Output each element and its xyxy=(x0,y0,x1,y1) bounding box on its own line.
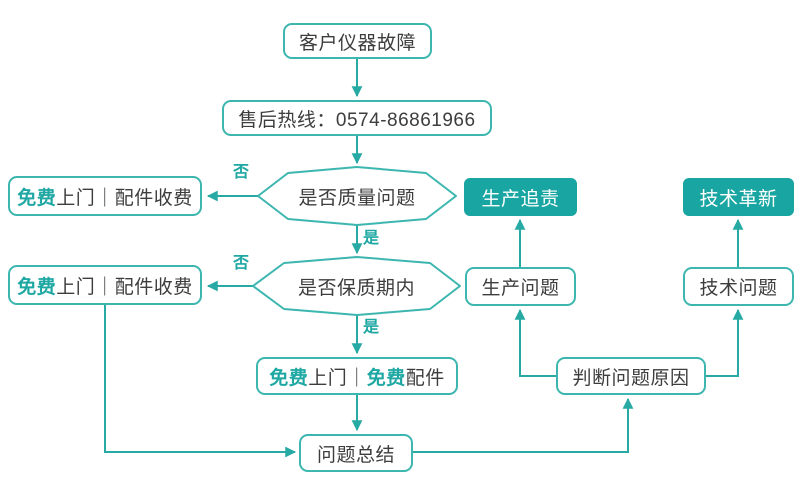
node-label: 问题总结 xyxy=(316,444,395,466)
node-label-accent: 免费 xyxy=(17,187,57,209)
node-label: 判断问题原因 xyxy=(572,367,690,389)
edge-judge-to-technical-issue xyxy=(706,308,744,377)
node-free-visit-paid-parts-top: 免费上门｜配件收费 xyxy=(8,176,202,216)
edge-label-no-warranty: 否 xyxy=(233,255,250,272)
edge-label-yes-quality: 是 xyxy=(363,230,380,247)
node-technical-issue: 技术问题 xyxy=(683,267,794,306)
node-label-accent: 免费 xyxy=(366,367,406,389)
edge-label-no-quality: 否 xyxy=(233,164,250,181)
edge-label-yes-warranty: 是 xyxy=(363,319,380,336)
node-label: 技术革新 xyxy=(699,188,778,210)
node-judge-cause: 判断问题原因 xyxy=(556,357,706,395)
decision-quality-shape xyxy=(257,166,457,226)
node-aftersales-hotline: 售后热线：0574-86861966 xyxy=(222,100,492,136)
node-customer-instrument-failure: 客户仪器故障 xyxy=(283,23,432,59)
node-production-issue: 生产问题 xyxy=(465,267,576,306)
node-label: 售后热线：0574-86861966 xyxy=(238,109,476,131)
edge-paidparts-to-summary xyxy=(104,305,297,458)
node-label: 生产问题 xyxy=(481,278,560,299)
node-technical-innovation: 技术革新 xyxy=(683,178,794,216)
node-free-visit-free-parts: 免费上门｜免费配件 xyxy=(256,357,458,395)
decision-warranty-label: 是否保质期内 xyxy=(297,277,415,299)
edge-judge-to-production-issue xyxy=(514,308,556,377)
node-label: 上门｜ xyxy=(308,367,367,389)
node-label-accent: 免费 xyxy=(269,367,309,389)
node-problem-summary: 问题总结 xyxy=(299,434,413,472)
node-label: 技术问题 xyxy=(699,278,778,299)
edge-summary-to-judge xyxy=(413,397,634,453)
node-label: 生产追责 xyxy=(481,188,560,210)
node-label: 上门｜配件收费 xyxy=(56,187,193,209)
decision-warranty-shape xyxy=(252,256,461,316)
node-label-accent: 免费 xyxy=(17,276,57,298)
node-free-visit-paid-parts-mid: 免费上门｜配件收费 xyxy=(8,265,202,305)
node-label: 配件 xyxy=(405,367,445,389)
node-label: 上门｜配件收费 xyxy=(56,276,193,298)
node-production-accountability: 生产追责 xyxy=(464,178,577,216)
node-label: 客户仪器故障 xyxy=(298,32,416,54)
decision-quality-label: 是否质量问题 xyxy=(298,187,416,209)
